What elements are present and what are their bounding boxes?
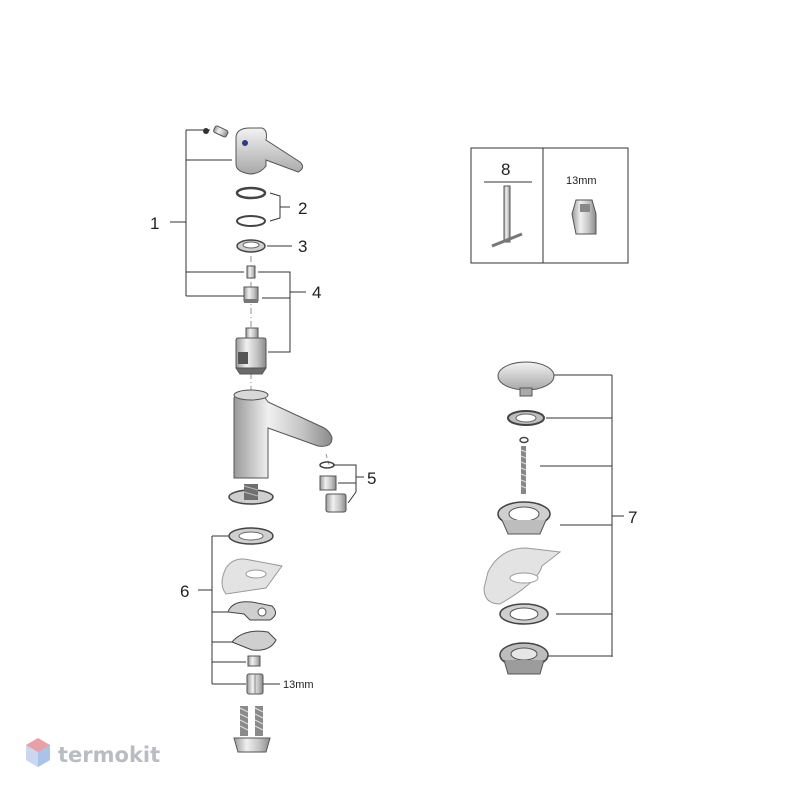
- flex-hoses: [233, 706, 271, 753]
- threaded-rod: [520, 446, 527, 494]
- hex-nut: [246, 673, 264, 695]
- hex-key-tool: [491, 185, 523, 248]
- watermark-text: termokit: [58, 743, 160, 767]
- popup-cap: [497, 361, 555, 397]
- lever-screw: [203, 125, 229, 138]
- cap-seal: [507, 410, 545, 426]
- part-2-rings: [235, 186, 290, 227]
- callout-7-bracket: [540, 374, 624, 657]
- callout-6-bracket: [198, 535, 246, 685]
- callout-1-bracket: [170, 129, 244, 297]
- callout-8-label: 8: [501, 160, 510, 179]
- clamp-plate: [231, 630, 277, 651]
- tools-box: 8 13mm: [470, 147, 629, 264]
- callout-7-label: 7: [628, 508, 637, 527]
- rod-ring: [519, 436, 529, 444]
- socket-wrench-tool: [571, 199, 597, 235]
- watermark: termokit: [26, 738, 160, 767]
- callout-4-bracket: [258, 271, 306, 353]
- aerator-parts: [319, 453, 364, 513]
- callout-5-label: 5: [367, 469, 376, 488]
- cartridge-screw: [246, 265, 256, 279]
- hexagon-cube-icon: [26, 738, 50, 767]
- faucet-assembly: 1 2 3 4: [150, 125, 376, 753]
- clamp-nut: [247, 655, 261, 667]
- callout-4-label: 4: [312, 283, 321, 302]
- horseshoe-clamp: [227, 601, 276, 621]
- mounting-washer: [228, 527, 274, 545]
- base-flange: [228, 484, 274, 505]
- part-3-ring: [236, 239, 292, 253]
- drain-flange: [497, 501, 551, 535]
- drain-nut: [499, 603, 549, 625]
- socket-size-label: 13mm: [566, 175, 597, 187]
- drain-assembly: 7: [483, 361, 637, 675]
- lever-handle: [235, 127, 304, 175]
- countertop-section: [221, 558, 283, 595]
- callout-3-label: 3: [298, 237, 307, 256]
- callout-1-label: 1: [150, 214, 159, 233]
- faucet-body: [233, 389, 333, 479]
- nut-size-label: 13mm: [283, 679, 314, 691]
- cartridge-adapter: [243, 286, 259, 303]
- cartridge: [235, 327, 267, 375]
- drain-body: [499, 642, 549, 675]
- basin-section: [483, 547, 562, 605]
- callout-6-label: 6: [180, 582, 189, 601]
- callout-2-label: 2: [298, 199, 307, 218]
